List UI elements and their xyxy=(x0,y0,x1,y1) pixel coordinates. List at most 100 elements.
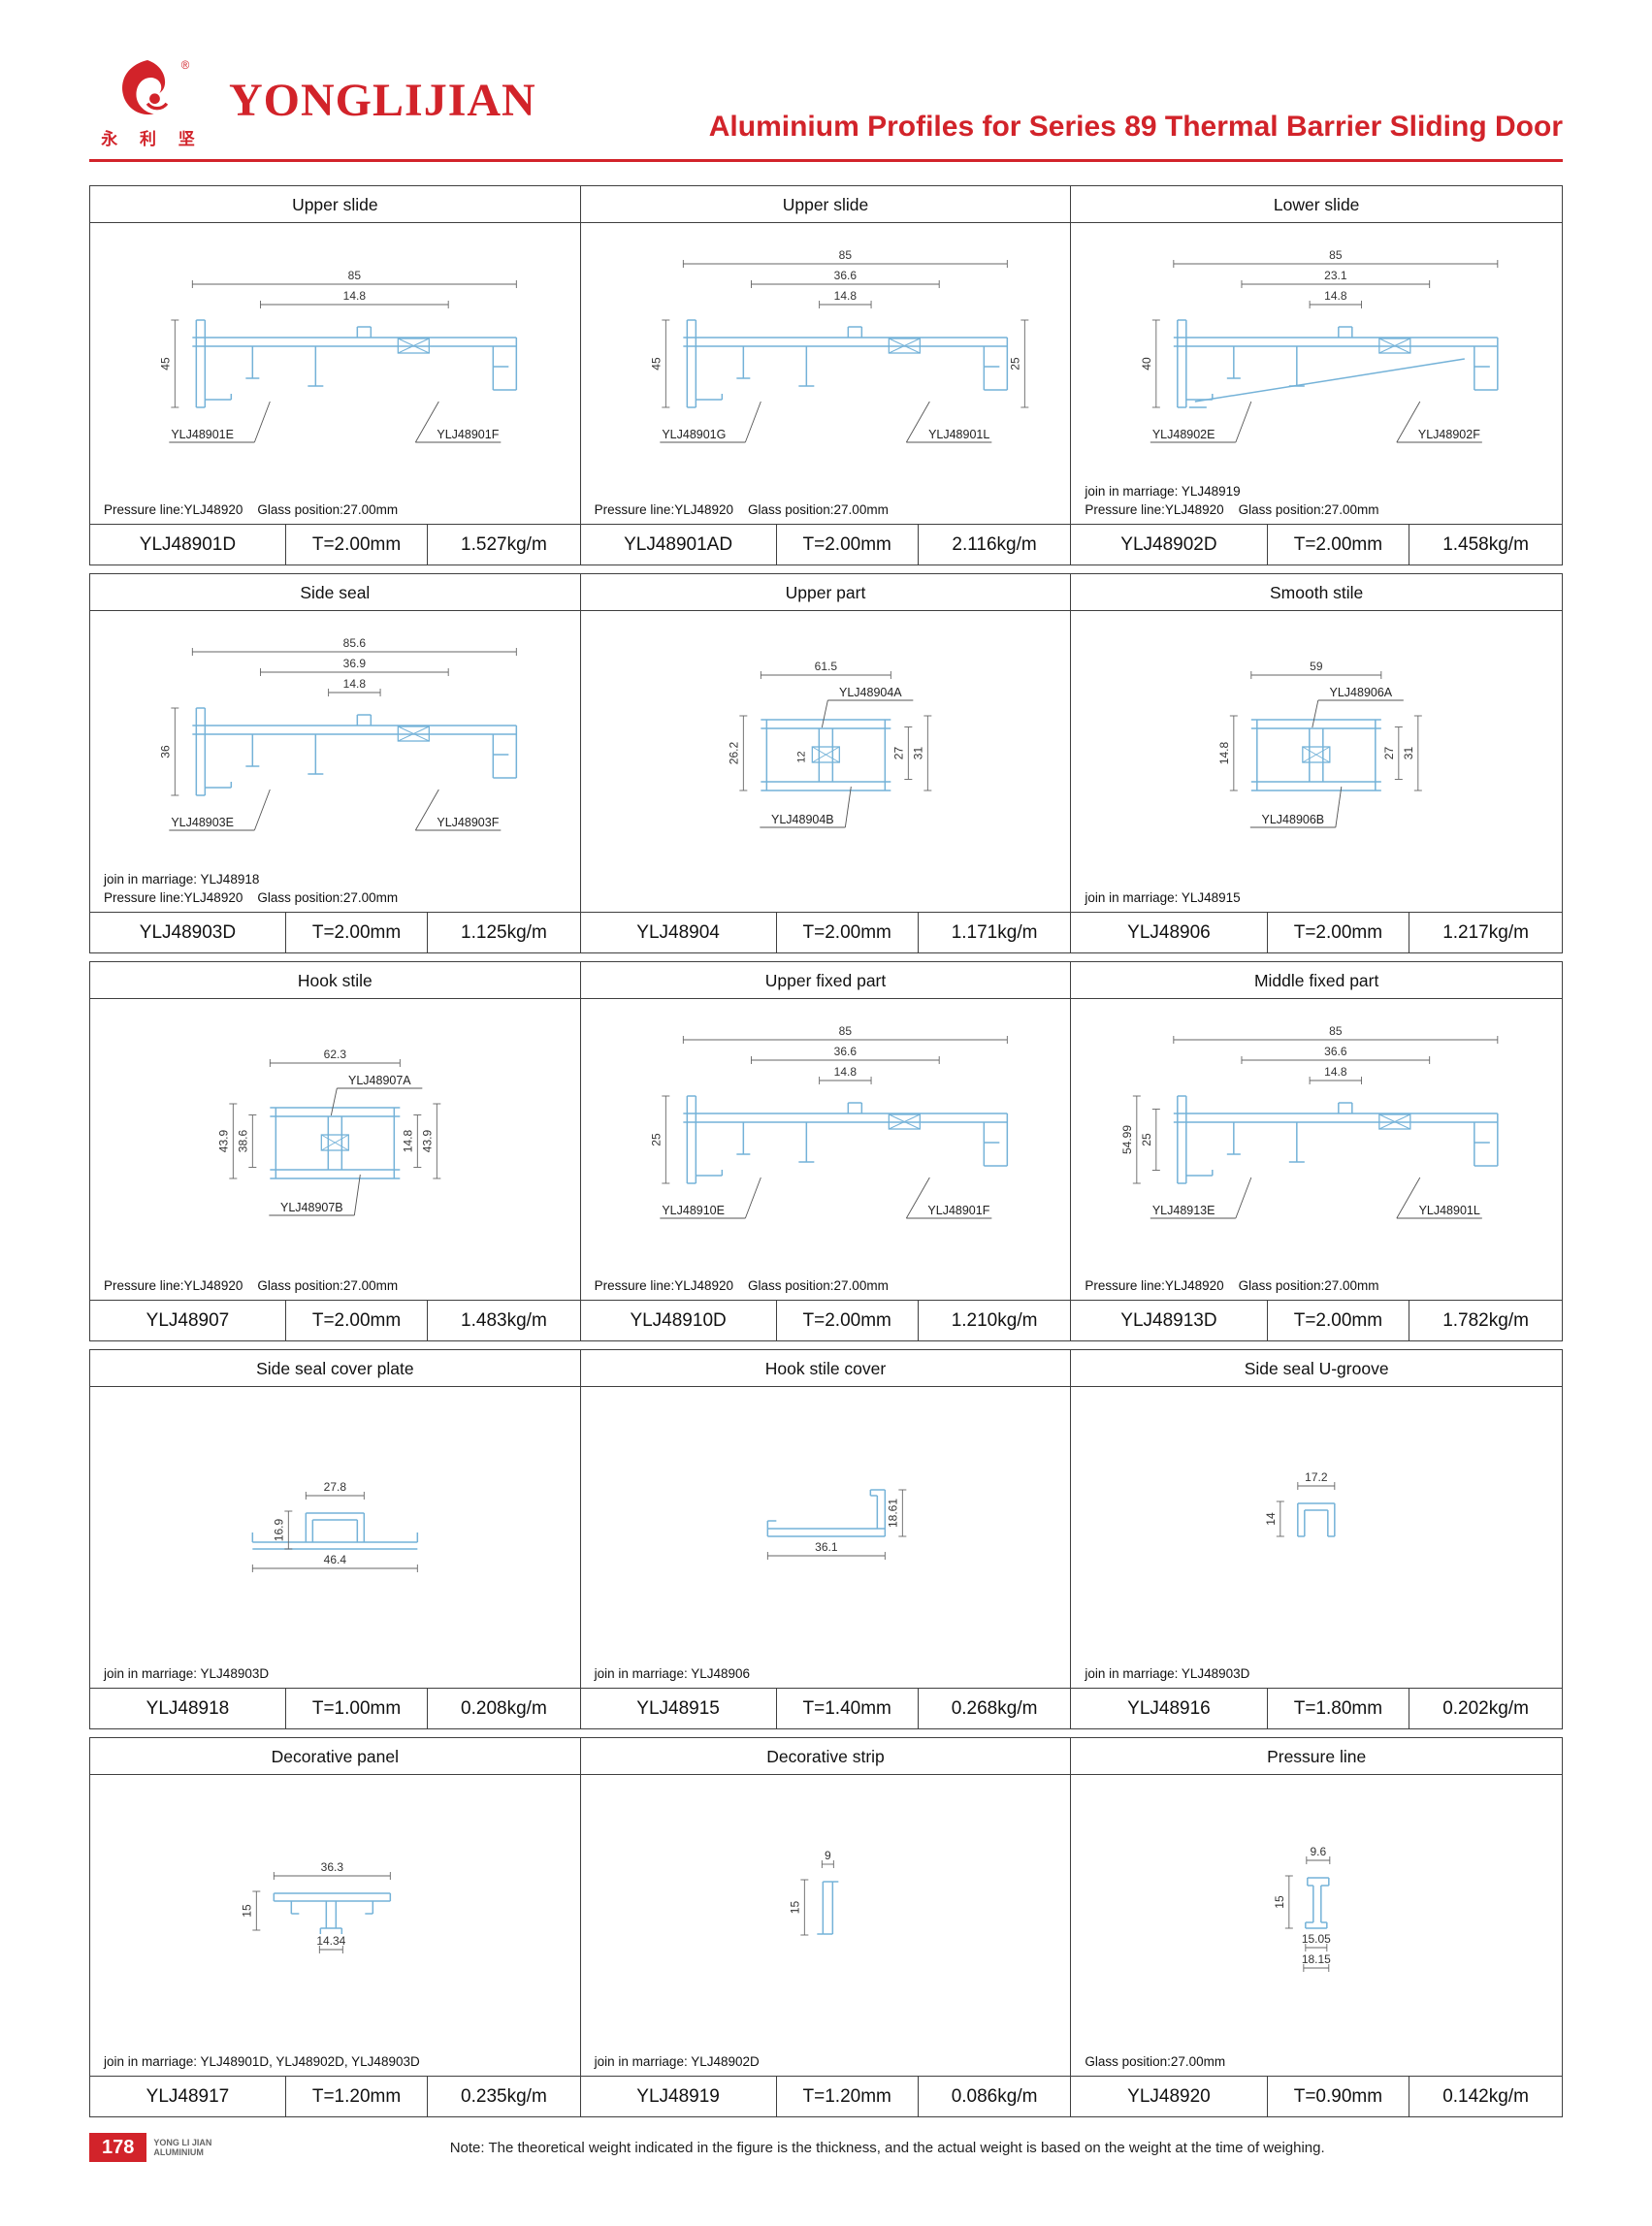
profile-notes: join in marriage: YLJ48915 xyxy=(1071,865,1562,912)
page-number-badge: 178 xyxy=(89,2133,147,2162)
dimension-label: 9 xyxy=(825,1849,831,1862)
part-label: YLJ48901E xyxy=(171,428,234,441)
dimension-label: 85 xyxy=(348,269,362,282)
profile-drawing: 915 xyxy=(788,1849,838,1936)
note-line: join in marriage: YLJ48901D, YLJ48902D, … xyxy=(104,2054,420,2069)
weight-value: 0.202kg/m xyxy=(1442,1698,1529,1719)
brand-chinese: 永 利 坚 xyxy=(101,130,204,148)
dimension-label: 18.61 xyxy=(886,1499,899,1528)
part-label: YLJ48902F xyxy=(1418,428,1480,441)
dimension-label: 36.6 xyxy=(833,269,857,282)
model-number: YLJ48917 xyxy=(90,2077,286,2117)
note-line: Pressure line:YLJ48920 Glass position:27… xyxy=(594,1278,889,1293)
weight-value: 0.208kg/m xyxy=(461,1698,547,1719)
weight-value: 1.171kg/m xyxy=(951,922,1038,943)
weight-value: 2.116kg/m xyxy=(952,534,1037,555)
dimension-label: 14.8 xyxy=(343,289,367,303)
part-label: YLJ48913E xyxy=(1152,1204,1215,1217)
profile-notes: Glass position:27.00mm xyxy=(1071,2029,1562,2076)
profile-notes: join in marriage: YLJ48901D, YLJ48902D, … xyxy=(90,2029,580,2076)
dimension-label: 45 xyxy=(158,357,172,371)
dimension-label: 54.99 xyxy=(1120,1125,1134,1154)
weight-value: 1.483kg/m xyxy=(461,1310,547,1331)
dimension-label: 16.9 xyxy=(272,1518,285,1541)
thickness-value: T=1.20mm xyxy=(286,2077,429,2117)
dimension-label: 18.15 xyxy=(1302,1952,1331,1966)
footer-note: Note: The theoretical weight indicated i… xyxy=(449,2139,1325,2156)
weight-value: 1.217kg/m xyxy=(1442,922,1529,943)
profile-body: 36.1 18.61 join in marriage: YLJ48906 xyxy=(581,1387,1071,1688)
part-label: YLJ48904A xyxy=(839,686,902,699)
part-label: YLJ48906A xyxy=(1330,686,1393,699)
dimension-label: 36.1 xyxy=(815,1540,838,1554)
dimension-label: 59 xyxy=(1310,660,1323,673)
logo-swash xyxy=(146,102,169,111)
profile-notes: join in marriage: YLJ48903D xyxy=(90,1641,580,1688)
model-number: YLJ48910D xyxy=(581,1301,777,1341)
dimension-label: 14.8 xyxy=(833,289,857,303)
weight-value: 0.268kg/m xyxy=(951,1698,1038,1719)
dimension-label: 12 xyxy=(795,751,807,762)
footer-brand: YONG LI JIAN ALUMINIUM xyxy=(153,2138,211,2158)
logo-bird-shape xyxy=(122,60,166,115)
page-header: ® 永 利 坚 YONGLIJIAN Aluminium Profiles fo… xyxy=(89,53,1563,162)
dimension-label: 9.6 xyxy=(1311,1845,1327,1858)
note-line: join in marriage: YLJ48903D xyxy=(104,1666,270,1681)
part-label: YLJ48907B xyxy=(280,1201,343,1214)
note-line: join in marriage: YLJ48903D xyxy=(1085,1666,1250,1681)
registered-mark: ® xyxy=(181,60,190,72)
brand-name: YONGLIJIAN xyxy=(229,75,536,126)
footer-brand-line2: ALUMINIUM xyxy=(153,2147,204,2157)
dimension-label: 36.3 xyxy=(321,1860,344,1874)
part-label: YLJ48901F xyxy=(927,1204,989,1217)
part-label: YLJ48901G xyxy=(662,428,726,441)
weight-value: 1.527kg/m xyxy=(461,534,547,555)
dimension-label: 14.8 xyxy=(401,1129,414,1152)
weight-value: 1.458kg/m xyxy=(1442,534,1529,555)
thickness-value: T=2.00mm xyxy=(286,525,429,565)
part-label: YLJ48902E xyxy=(1152,428,1215,441)
part-label: YLJ48910E xyxy=(662,1204,725,1217)
dimension-label: 38.6 xyxy=(236,1129,249,1152)
profile-drawing: 36.1 18.61 xyxy=(766,1489,906,1560)
note-line: join in marriage: YLJ48906 xyxy=(594,1666,751,1681)
dimension-label: 14.8 xyxy=(343,677,367,691)
dimension-label: 36.9 xyxy=(343,657,367,670)
dimension-label: 62.3 xyxy=(324,1048,347,1061)
dimension-label: 27 xyxy=(1382,747,1396,760)
dimension-label: 61.5 xyxy=(814,660,837,673)
dimension-label: 14.8 xyxy=(1324,1065,1347,1079)
thickness-value: T=0.90mm xyxy=(1268,2077,1410,2117)
thickness-value: T=1.00mm xyxy=(286,1689,429,1729)
profile-title: Upper fixed part xyxy=(580,962,1071,999)
note-line: Glass position:27.00mm xyxy=(1085,2054,1226,2069)
